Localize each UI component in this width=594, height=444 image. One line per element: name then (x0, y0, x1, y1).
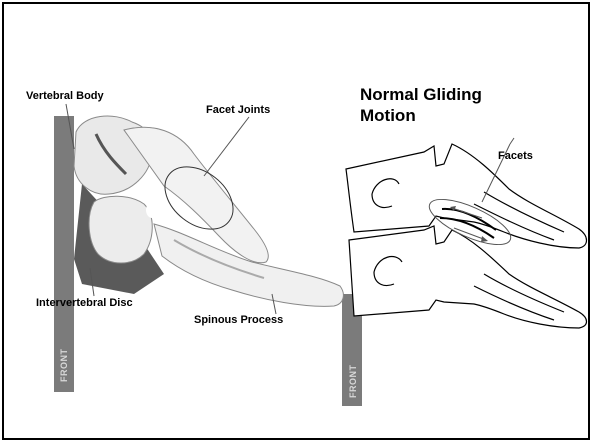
label-facet-joints: Facet Joints (206, 104, 270, 116)
label-vertebral-body: Vertebral Body (26, 90, 104, 102)
label-facets: Facets (498, 150, 533, 162)
label-spinous-process: Spinous Process (194, 314, 283, 326)
left-vertebrae-render (74, 116, 343, 306)
diagram-title: Normal Gliding Motion (360, 84, 520, 126)
right-facet-drawing (346, 144, 587, 328)
label-intervertebral-disc: Intervertebral Disc (36, 297, 133, 309)
spine-illustration (4, 4, 590, 440)
slide: FRONT FRONT (2, 2, 590, 440)
